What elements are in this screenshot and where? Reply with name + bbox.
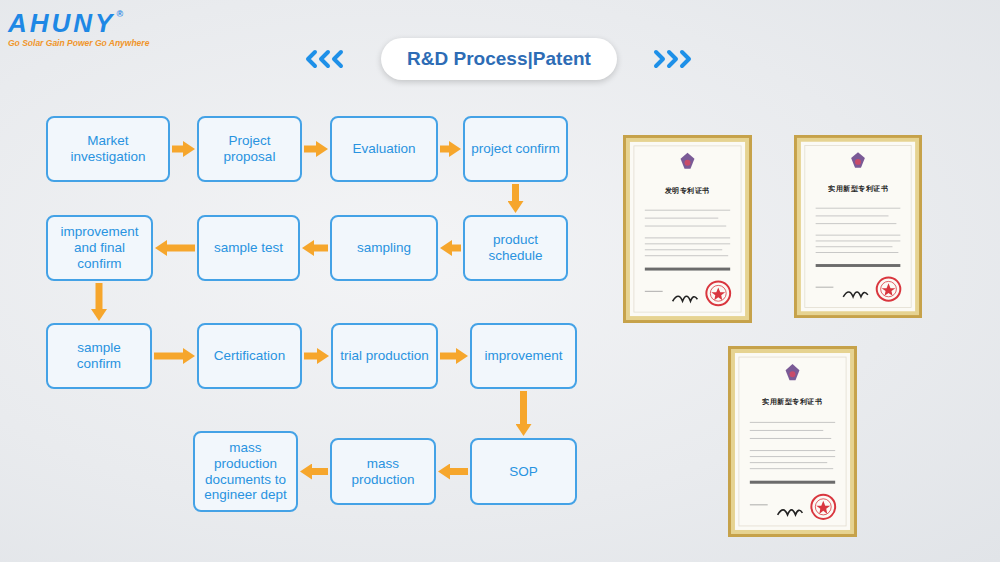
patent-certificate: [623, 135, 752, 323]
process-box: project confirm: [463, 116, 568, 182]
process-box: mass production: [330, 438, 436, 505]
step-label: product schedule: [471, 232, 560, 264]
flow-arrow: [154, 353, 183, 360]
process-box: SOP: [470, 438, 577, 505]
process-box: improvement and final confirm: [46, 215, 153, 281]
process-box: Evaluation: [330, 116, 438, 182]
step-label: sample confirm: [54, 340, 144, 372]
process-box: Market investigation: [46, 116, 170, 182]
flow-arrow: [452, 245, 461, 252]
process-box: sampling: [330, 215, 438, 281]
flow-arrow: [440, 353, 456, 360]
process-box: Certification: [197, 323, 302, 389]
process-box: sample test: [197, 215, 300, 281]
step-label: improvement and final confirm: [54, 224, 145, 272]
step-label: Evaluation: [338, 141, 430, 157]
certificate-title: 发明专利证书: [632, 188, 742, 196]
step-label: mass production: [338, 456, 428, 488]
certificate-title: 实用新型专利证书: [737, 399, 847, 407]
patent-certificate: [794, 135, 922, 318]
step-label: Market investigation: [54, 133, 162, 165]
registered-mark: ®: [116, 10, 123, 20]
step-label: Certification: [205, 348, 294, 364]
patent-certificate: [728, 346, 857, 537]
flow-arrow: [512, 184, 519, 201]
process-box: improvement: [470, 323, 577, 389]
flow-arrow: [440, 146, 449, 153]
process-box: mass production documents to engineer de…: [193, 431, 298, 513]
title-pill: R&D Process|Patent: [381, 38, 617, 80]
flow-arrow: [312, 468, 328, 475]
process-box: product schedule: [463, 215, 568, 281]
flow-arrow: [314, 245, 328, 252]
process-box: trial production: [331, 323, 438, 389]
brand-logo: AHUNY: [8, 9, 115, 38]
flow-arrow: [304, 146, 316, 153]
step-label: Project proposal: [205, 133, 294, 165]
step-label: mass production documents to engineer de…: [201, 440, 290, 504]
step-label: project confirm: [471, 141, 560, 157]
flow-arrow: [520, 391, 527, 424]
certificate-title: 实用新型专利证书: [803, 186, 913, 194]
flow-arrow: [167, 245, 195, 252]
step-label: trial production: [339, 348, 430, 364]
process-box: Project proposal: [197, 116, 302, 182]
step-label: sample test: [205, 240, 292, 256]
step-label: sampling: [338, 240, 430, 256]
brand-tagline: Go Solar Gain Power Go Anywhere: [8, 39, 149, 48]
flow-arrow: [450, 468, 468, 475]
process-box: sample confirm: [46, 323, 152, 389]
step-label: SOP: [478, 464, 569, 480]
page-title: R&D Process|Patent: [407, 48, 591, 70]
flow-arrow: [304, 353, 317, 360]
flow-arrow: [172, 146, 183, 153]
step-label: improvement: [478, 348, 569, 364]
flow-arrow: [96, 283, 103, 309]
